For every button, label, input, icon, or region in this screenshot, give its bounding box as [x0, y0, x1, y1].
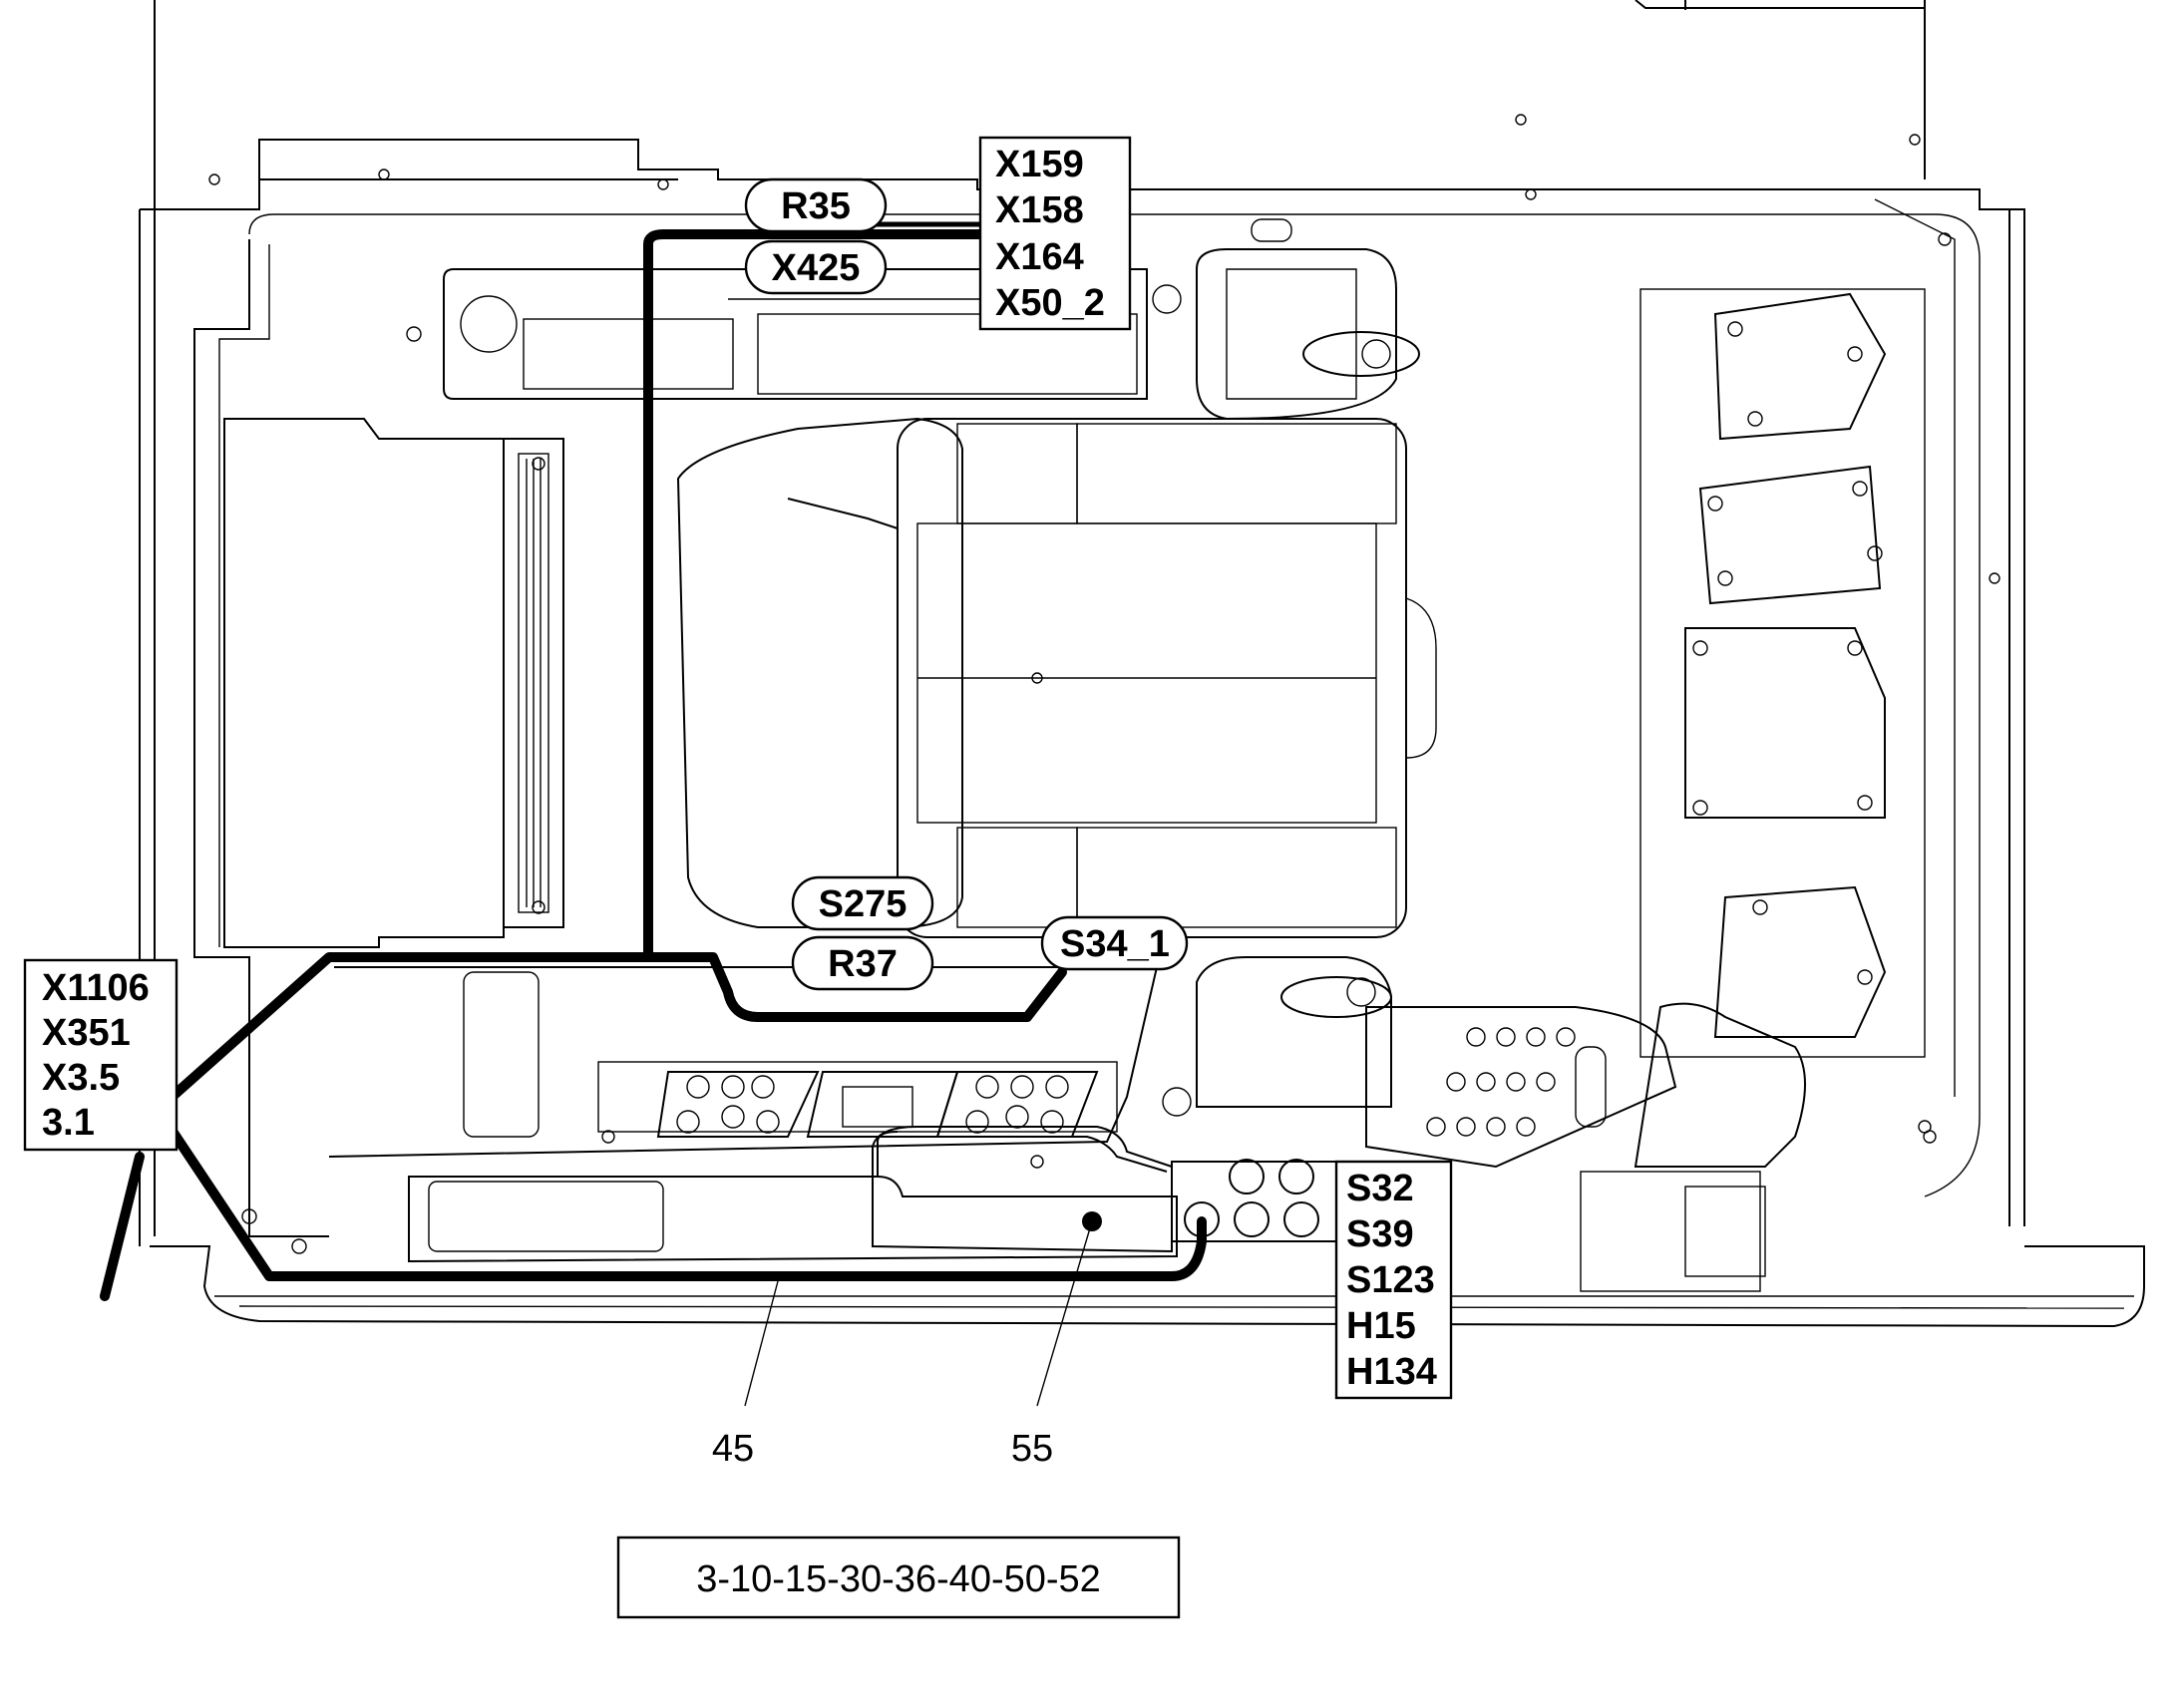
- svg-text:S39: S39: [1346, 1213, 1414, 1255]
- label-box-right: S32 S39 S123 H15 H134: [1334, 1160, 1453, 1400]
- label-r35: R35: [744, 177, 888, 233]
- svg-text:S123: S123: [1346, 1259, 1435, 1301]
- svg-text:S34_1: S34_1: [1060, 923, 1170, 965]
- svg-text:X425: X425: [772, 247, 861, 289]
- callout-45: 45: [712, 1428, 754, 1470]
- joystick-upper: [1152, 218, 1420, 421]
- left-side-console: [223, 418, 564, 948]
- svg-text:X3.5: X3.5: [42, 1057, 120, 1099]
- label-box-top: X159 X158 X164 X50_2: [978, 136, 1132, 331]
- svg-text:S32: S32: [1346, 1168, 1414, 1209]
- svg-text:S275: S275: [819, 883, 908, 925]
- right-control-console: [1162, 956, 1806, 1292]
- svg-text:X50_2: X50_2: [995, 282, 1105, 324]
- right-floor-plates: [1639, 288, 1926, 1058]
- svg-text:X158: X158: [995, 189, 1084, 231]
- svg-text:X351: X351: [42, 1012, 131, 1054]
- svg-text:H134: H134: [1346, 1351, 1437, 1393]
- svg-text:3-10-15-30-36-40-50-52: 3-10-15-30-36-40-50-52: [696, 1558, 1101, 1600]
- svg-text:X159: X159: [995, 144, 1084, 185]
- cab-frame: [139, 0, 2145, 1328]
- front-dashboard: [241, 966, 1937, 1263]
- operator-seat: [676, 417, 1437, 938]
- label-box-left: X1106 X351 X3.5 3.1: [23, 958, 179, 1152]
- label-s275: S275: [791, 875, 934, 931]
- label-s34-1: S34_1: [1040, 915, 1189, 971]
- svg-text:R35: R35: [781, 185, 851, 227]
- cab-floor-outline: [193, 114, 2000, 1237]
- svg-text:H15: H15: [1346, 1305, 1416, 1347]
- svg-text:X164: X164: [995, 236, 1084, 278]
- svg-text:3.1: 3.1: [42, 1102, 95, 1144]
- svg-text:R37: R37: [828, 943, 898, 985]
- wiring-harness: [100, 221, 1207, 1301]
- label-x425: X425: [744, 239, 888, 295]
- label-r37: R37: [791, 935, 934, 991]
- variant-code-box: 3-10-15-30-36-40-50-52: [616, 1536, 1181, 1619]
- callout-55: 55: [1011, 1428, 1053, 1470]
- callout-leaders: [744, 1220, 1093, 1407]
- svg-text:X1106: X1106: [42, 967, 150, 1009]
